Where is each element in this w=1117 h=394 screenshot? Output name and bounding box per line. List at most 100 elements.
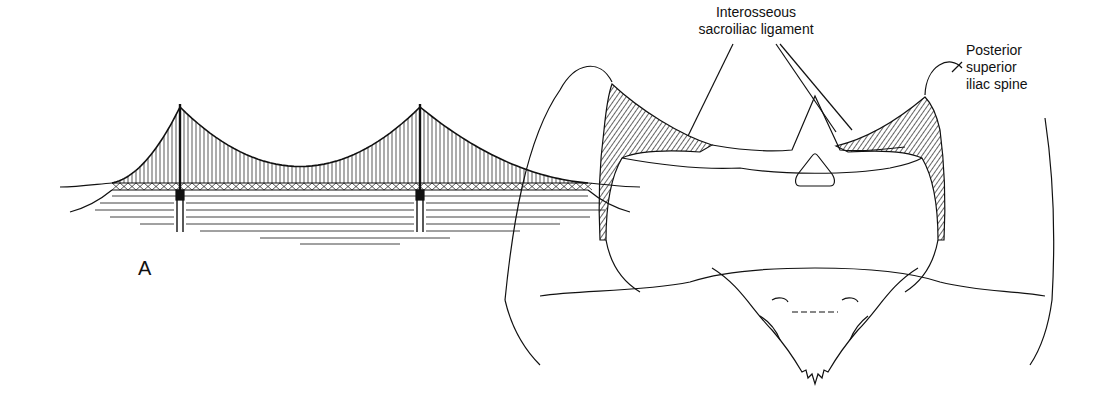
deck-truss [168,183,176,190]
deck-truss [488,183,496,190]
bridge-tower [179,104,181,190]
hanger-cable [456,134,457,183]
deck-truss [448,183,456,190]
hanger-cable [272,163,273,183]
deck-truss [568,183,576,190]
water-line [110,217,174,218]
deck-truss [256,183,264,190]
hanger-cable [296,166,297,183]
hanger-cable [380,140,381,183]
hanger-cable [512,164,513,183]
deck-truss [136,183,144,190]
deck-truss [344,183,352,190]
hanger-cable [324,164,325,183]
deck-truss [248,183,256,190]
tower-pier [416,200,417,232]
deck-truss [512,183,520,190]
deck-truss [464,183,472,190]
hanger-cable [216,137,217,183]
hanger-cable [256,159,257,183]
iliac-crest [505,66,612,300]
deck-truss [112,183,120,190]
hanger-cable [548,176,549,183]
hanger-cable [352,155,353,183]
deck-truss [504,183,512,190]
deck-truss [160,183,168,190]
deck-truss [568,183,576,190]
deck-truss [536,183,544,190]
vertebral-canal [796,154,835,186]
deck-truss [448,183,456,190]
deck-truss [216,183,224,190]
deck-truss [280,183,288,190]
deck-truss [192,183,200,190]
deck-truss [112,183,120,190]
hanger-cable [424,110,425,183]
tower-pier [182,200,183,232]
sacrum-outline [712,96,905,151]
ground-line [60,183,112,187]
hanger-cable [188,115,189,183]
hanger-cable [492,155,493,183]
hanger-cable [176,115,177,183]
bone-landmark-label: Posterior superior iliac spine [966,42,1042,93]
deck-truss [440,183,448,190]
deck-truss [128,183,136,190]
suspension-cable [112,107,180,183]
hanger-cable [220,140,221,183]
hanger-cable [416,111,417,183]
hanger-cable [300,167,301,184]
deck-truss [320,183,328,190]
deck-truss [544,183,552,190]
tower-pier [176,200,177,232]
deck-truss [328,183,336,190]
suspension-cable [420,107,588,183]
deck-truss [304,183,312,190]
hanger-cable [232,147,233,183]
deck-truss [392,183,400,190]
suspension-bridge [60,104,640,244]
hanger-cable [516,166,517,183]
deck-truss [264,183,272,190]
deck-truss [160,183,168,190]
hanger-cable [144,163,145,183]
deck-truss [216,183,224,190]
hanger-cable [208,132,209,183]
hanger-cable [388,135,389,183]
deck-truss [480,183,488,190]
deck-truss [456,183,464,190]
hanger-cable [496,157,497,183]
ligament-label: Interosseous sacroiliac ligament [690,4,822,38]
deck-truss [584,183,592,190]
hanger-cable [376,143,377,183]
deck-truss [352,183,360,190]
deck-truss [240,183,248,190]
water-line [426,224,560,225]
hanger-cable [520,167,521,183]
deck-truss [576,183,584,190]
tower-pier [416,190,424,200]
hanger-cable [552,177,553,183]
deck-truss [192,183,200,190]
deck-truss [264,183,272,190]
deck-truss [120,183,128,190]
leader-line [688,44,733,136]
hanger-cable [536,173,537,183]
bridge-tower [419,104,421,190]
hanger-cable [488,153,489,183]
hanger-cable [224,143,225,183]
deck-truss [472,183,480,190]
hanger-cable [372,145,373,183]
deck-truss [312,183,320,190]
deck-truss [168,183,176,190]
hanger-cable [500,159,501,183]
deck-truss [352,183,360,190]
deck-truss [504,183,512,190]
hanger-cable [400,125,401,183]
deck-truss [224,183,232,190]
water-line [200,231,414,232]
sacrum-outline [622,158,922,173]
deck-truss [576,183,584,190]
